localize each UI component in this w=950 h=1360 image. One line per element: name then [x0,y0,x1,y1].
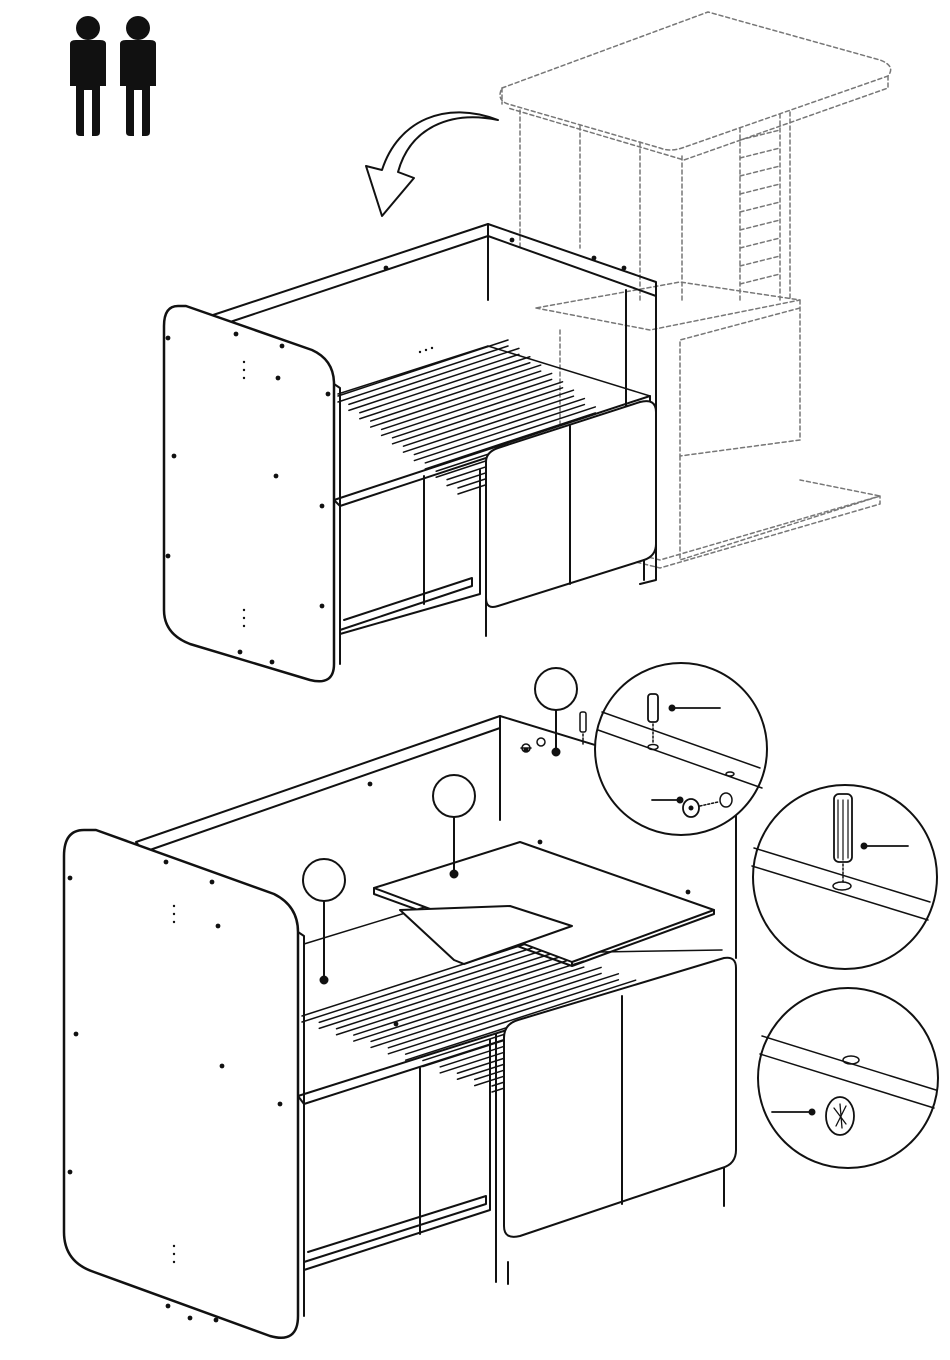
guide-mark [243,377,245,379]
fitting-hole [320,504,325,509]
fitting-hole [164,860,169,865]
guide-mark [243,369,245,371]
guide-mark [173,913,175,915]
detail-dowel-cam [595,663,767,835]
bottom-bed-end-panel [64,830,304,1338]
top-bed-cabinet [486,401,656,636]
fitting-hole [384,266,389,271]
guide-mark [425,349,427,351]
guide-mark [419,351,421,353]
fitting-hole [214,1318,219,1323]
slat [393,382,563,438]
fitting-hole [280,344,285,349]
slat-rail [338,346,488,394]
fitting-hole [166,1304,171,1309]
ladder-rung [740,220,780,230]
guide-mark [173,905,175,907]
guide-mark [243,625,245,627]
ladder-rung [740,202,780,212]
slat-rail [600,950,722,952]
ladder-rung [740,238,780,248]
callout-dowel-and-cam [535,668,577,756]
slat [360,357,530,413]
fitting-hole [686,890,691,895]
guide-mark [431,347,433,349]
ladder-rung [740,256,780,266]
slat-edge [338,346,508,402]
guide-mark [243,617,245,619]
guide-mark [243,609,245,611]
slat [319,948,549,1022]
two-persons-icon [70,16,156,136]
guide-mark [173,1253,175,1255]
slat-edge [382,379,552,435]
top-bed-end-panel [164,306,340,681]
slat-edge [371,371,541,427]
callout-panel-small [303,859,345,984]
fitting-hole [592,256,597,261]
fitting-hole [166,554,171,559]
guide-mark [173,921,175,923]
fitting-hole [274,474,279,479]
loose-panels [374,842,714,966]
fitting-hole [238,650,243,655]
fitting-hole [68,1170,73,1175]
fitting-hole [68,876,73,881]
slat-edge [319,954,549,1028]
fitting-hole [622,266,627,271]
fitting-hole [368,782,373,787]
fitting-hole [166,336,171,341]
slat [371,365,541,421]
ladder-rung [740,184,780,194]
fitting-hole [234,332,239,337]
rotate-arrow-icon [366,112,498,216]
fitting-hole [510,238,515,243]
fitting-hole [270,660,275,665]
fitting-hole [216,924,221,929]
slat-edge [302,948,532,1022]
ladder-rung [740,148,780,158]
fitting-hole [172,454,177,459]
guide-mark [173,1245,175,1247]
guide-mark [173,1261,175,1263]
fitting-hole [320,604,325,609]
detail-cam-lock [758,988,938,1168]
slat-edge [360,363,530,419]
fitting-hole [276,376,281,381]
slat [349,348,519,404]
fitting-hole [210,880,215,885]
ladder-rung [740,274,780,284]
fitting-hole [326,392,331,397]
ghost-ladder-rungs [740,130,780,284]
fitting-hole [278,1102,283,1107]
fitting-hole [188,1316,193,1321]
slat [382,373,552,429]
fitting-hole [394,1022,399,1027]
ladder-rung [740,166,780,176]
detail-dowel [752,785,937,969]
fitting-hole [74,1032,79,1037]
fitting-hole [220,1064,225,1069]
dowel-part [580,712,586,744]
guide-mark [243,361,245,363]
fitting-hole [538,840,543,845]
